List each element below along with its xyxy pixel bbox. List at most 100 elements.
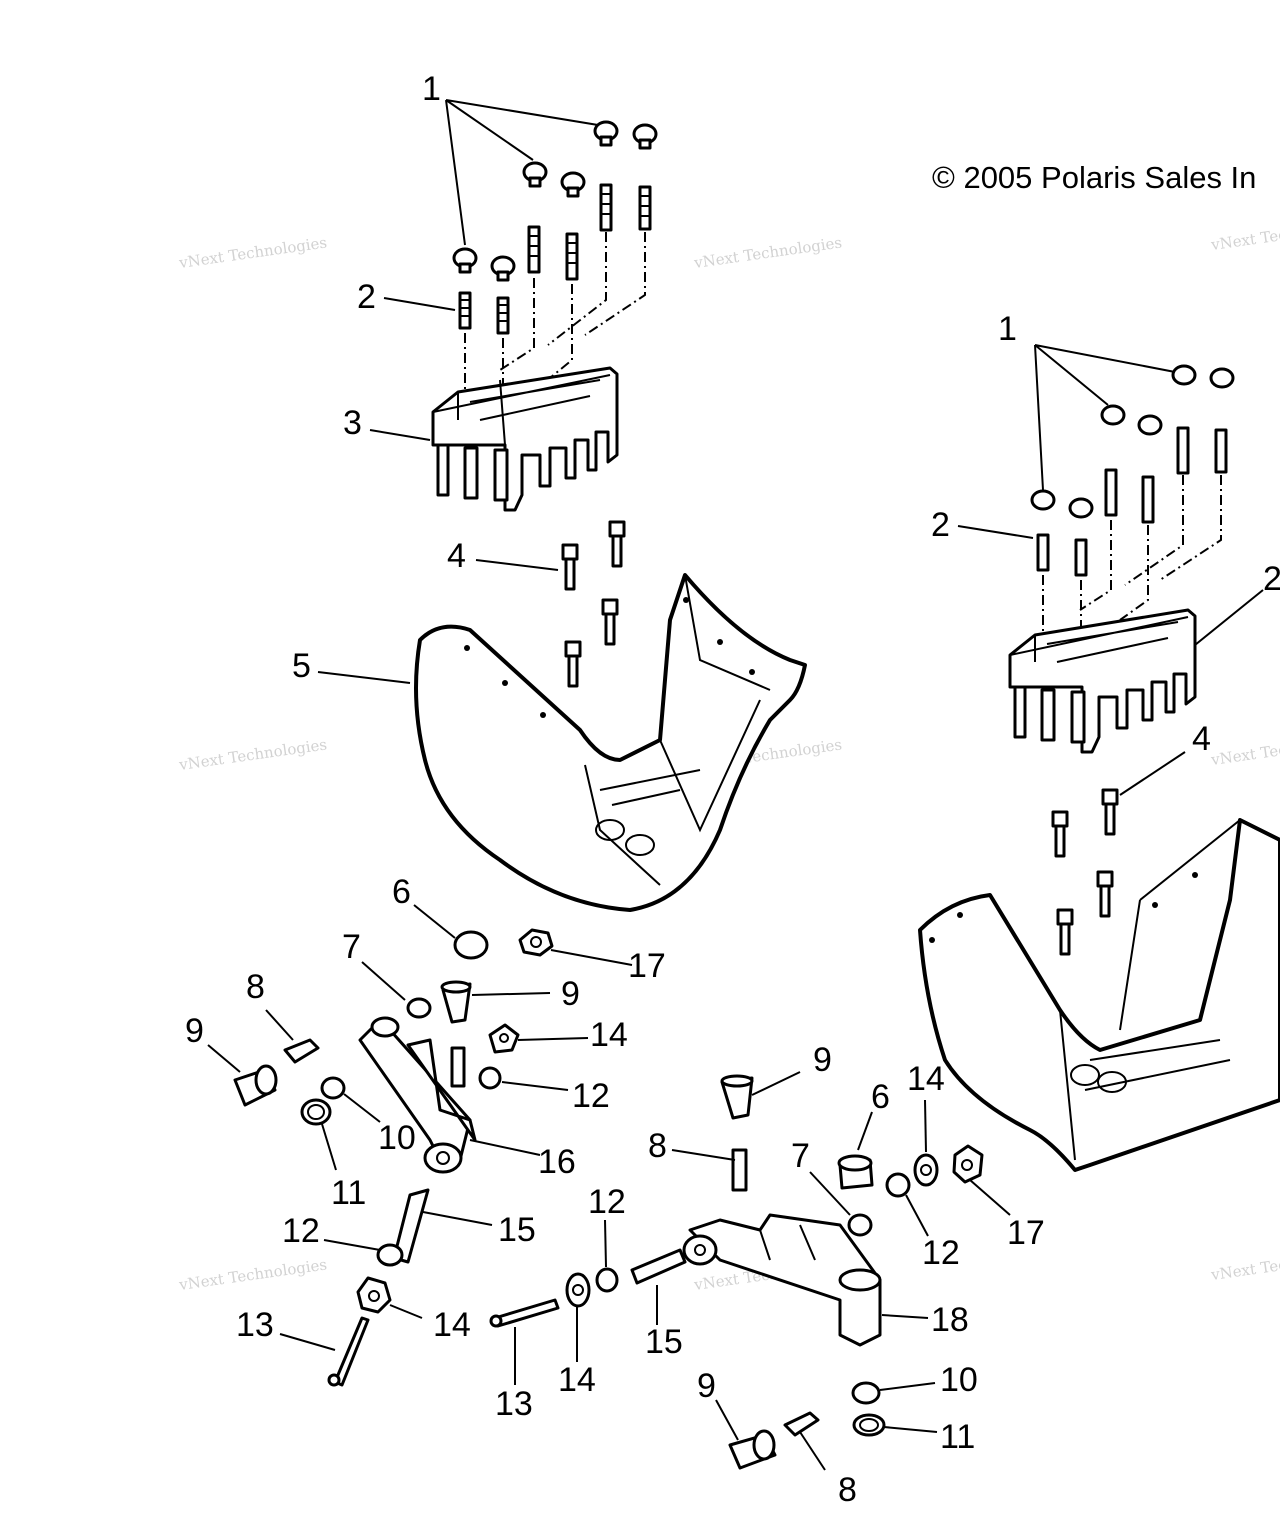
bushing-12d [595, 1267, 619, 1293]
fitting-9c [720, 1074, 754, 1120]
callout-14: 14 [907, 1060, 945, 1098]
grease-fitting-8a [283, 1038, 320, 1064]
callout-6: 6 [871, 1078, 890, 1116]
plate-14b [356, 1276, 392, 1314]
left-mount-bracket-assembly [431, 120, 658, 688]
bolt-4a [561, 543, 579, 591]
swing-arm-16 [358, 1016, 477, 1174]
callout-15: 15 [498, 1211, 536, 1249]
bolt-4h [1056, 908, 1074, 956]
cap-1f [632, 123, 658, 150]
leader-lines [207, 99, 1264, 1471]
bolt-4c [601, 598, 619, 646]
cap-10b [851, 1381, 881, 1405]
callout-7: 7 [342, 928, 361, 966]
bolt-13a [327, 1316, 370, 1387]
callout-14: 14 [558, 1361, 596, 1399]
callout-8: 8 [838, 1471, 857, 1509]
grease-fitting-8c [731, 1148, 748, 1192]
screw-2e [599, 183, 613, 232]
callout-7: 7 [791, 1137, 810, 1175]
bolt-4d [564, 640, 582, 688]
callout-17: 17 [628, 947, 666, 985]
callout-17: 17 [1007, 1214, 1045, 1252]
callout-12: 12 [572, 1077, 610, 1115]
callout-9: 9 [185, 1012, 204, 1050]
callout-1: 1 [998, 310, 1017, 348]
callout-9: 9 [697, 1367, 716, 1405]
callout-16: 16 [538, 1143, 576, 1181]
callout-1: 1 [422, 70, 441, 108]
cap-1d [560, 171, 586, 198]
screw-2b [496, 296, 510, 335]
right-mount-bracket-assembly [1008, 364, 1235, 956]
bushing-7b [847, 1213, 873, 1237]
cap-1j [1137, 414, 1163, 436]
watermark-text: vNext Technologies [1209, 730, 1280, 769]
callout-8: 8 [246, 968, 265, 1006]
shaft-15b [630, 1248, 687, 1285]
callout-9: 9 [561, 975, 580, 1013]
copyright-notice: © 2005 Polaris Sales In [932, 160, 1256, 195]
callout-11: 11 [940, 1418, 975, 1456]
plate-14a [488, 1023, 520, 1054]
screw-2j [1141, 475, 1155, 524]
bolt-4e [1101, 788, 1119, 836]
callout-3: 3 [343, 404, 362, 442]
cap-1a [452, 247, 478, 274]
cap-1h [1068, 497, 1094, 519]
callout-2: 2 [931, 506, 950, 544]
left-pivot-assembly [233, 928, 554, 1387]
bolt-4g [1096, 870, 1114, 918]
seal-11a [300, 1098, 332, 1126]
cap-6 [453, 930, 489, 960]
nut-17 [518, 928, 554, 957]
callout-12: 12 [588, 1183, 626, 1221]
screw-2h [1074, 538, 1088, 577]
swing-arm-18 [682, 1213, 882, 1347]
fitting-9a [440, 980, 472, 1024]
pivot-sleeve-9d [728, 1429, 777, 1470]
callout-5: 5 [292, 647, 311, 685]
screw-2c [527, 225, 541, 274]
bushing-12c [885, 1172, 911, 1198]
callout-14: 14 [433, 1306, 471, 1344]
screw-2k [1176, 426, 1190, 475]
callout-12: 12 [922, 1234, 960, 1272]
callout-4: 4 [447, 537, 466, 575]
bracket-3 [431, 366, 619, 512]
plate-14c [913, 1153, 939, 1187]
bolt-4b [608, 520, 626, 568]
callout-2: 2 [357, 278, 376, 316]
nut-17b [952, 1144, 984, 1184]
callout-labels: 1 2 3 4 5 6 17 7 9 8 9 14 12 10 16 11 15… [185, 70, 1280, 1509]
callout-18: 18 [931, 1301, 969, 1339]
grease-fitting-8b [450, 1046, 466, 1088]
watermark-text: vNext Technologies [177, 233, 328, 272]
bushing-12a [478, 1066, 502, 1090]
pivot-sleeve-9b [233, 1064, 278, 1107]
screw-2g [1036, 533, 1050, 572]
bracket-2-right [1008, 608, 1197, 754]
cap-1i [1100, 404, 1126, 426]
screw-2f [638, 185, 652, 231]
screw-2d [565, 232, 579, 281]
callout-14: 14 [590, 1016, 628, 1054]
cap-6b [837, 1154, 874, 1190]
cap-10a [320, 1076, 346, 1100]
callout-12: 12 [282, 1212, 320, 1250]
callout-13: 13 [236, 1306, 274, 1344]
callout-15: 15 [645, 1323, 683, 1361]
watermark-text: vNext Technologies [692, 233, 843, 272]
cap-1c [522, 161, 548, 188]
watermark-text: vNext Technologies [1209, 215, 1280, 254]
grease-fitting-8d [783, 1411, 820, 1437]
callout-8: 8 [648, 1127, 667, 1165]
skid-plate-right [918, 818, 1280, 1172]
shaft-15a [392, 1188, 430, 1264]
watermark-text: vNext Technologies [177, 735, 328, 774]
watermark-text: vNext Technologies [1209, 1245, 1280, 1284]
callout-13: 13 [495, 1385, 533, 1423]
seal-11b [852, 1413, 886, 1437]
callout-4: 4 [1192, 720, 1211, 758]
